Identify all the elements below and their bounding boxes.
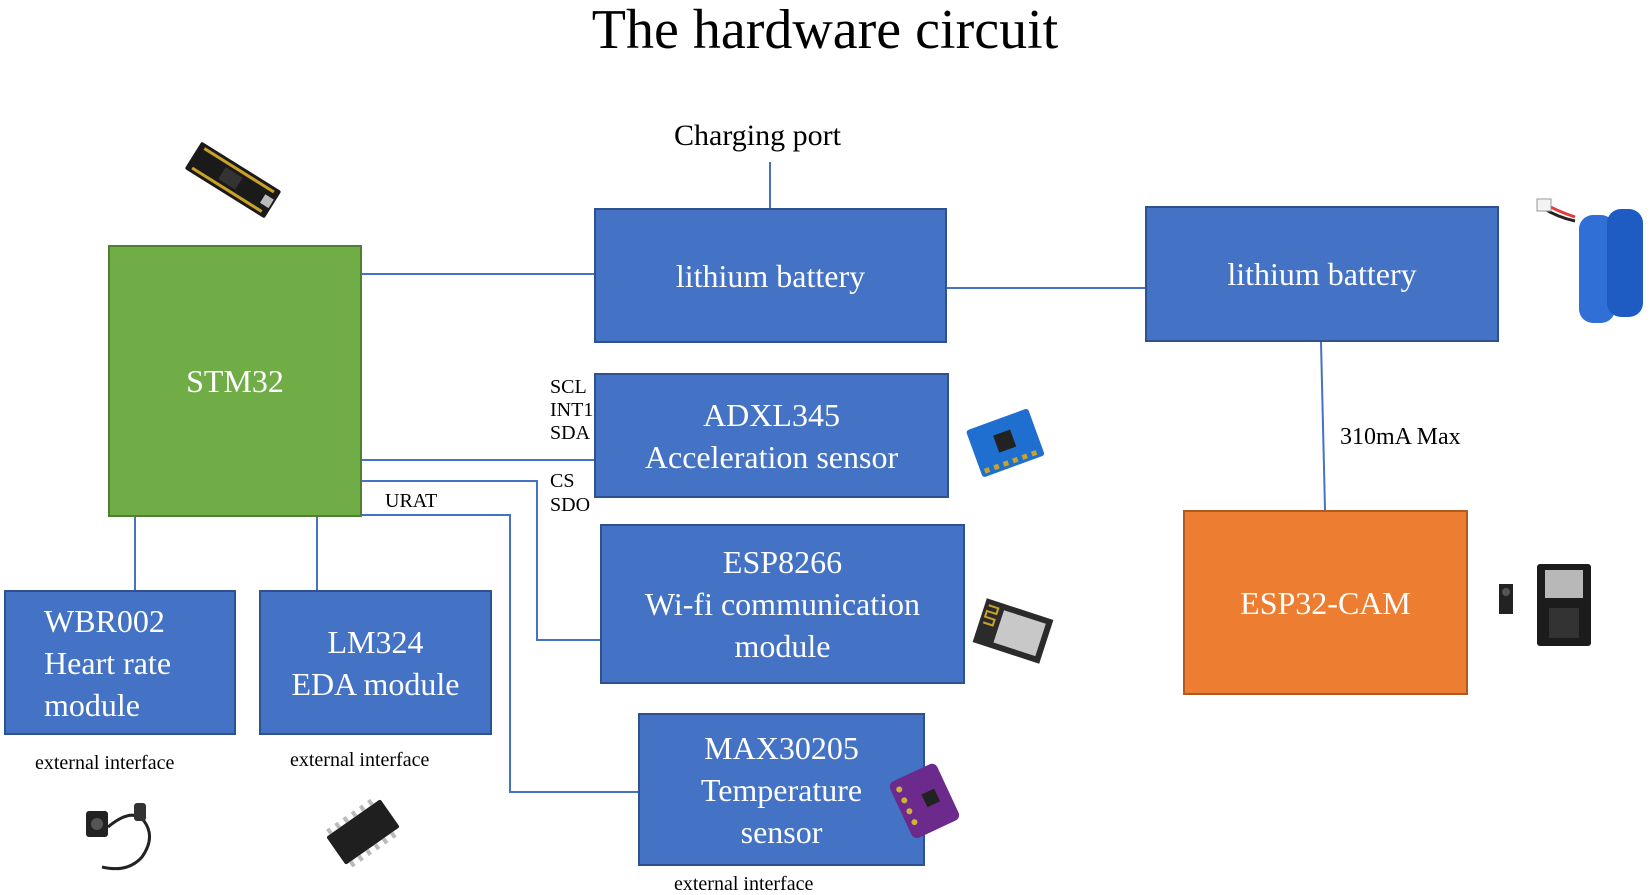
ic-chip-icon — [326, 798, 399, 868]
lithium-battery-block-2: lithium battery — [1145, 206, 1499, 342]
esp32-cam-block-label-line-1: ESP32-CAM — [1240, 584, 1411, 621]
temperature-sensor-board-icon — [889, 763, 960, 839]
adxl345-block-label-line-1: ADXL345 — [703, 396, 840, 433]
pin-int1-label: INT1 — [550, 399, 594, 421]
max30205-block-label-line-2: Temperature — [700, 771, 863, 808]
adxl345-block-label-line-2: Acceleration sensor — [644, 438, 899, 475]
max30205-wire — [362, 514, 640, 793]
wbr002-block-label-line-3: module — [44, 686, 140, 723]
lm324-external-interface-label: external interface — [290, 749, 430, 771]
wbr002-block-label-line-1: WBR002 — [44, 602, 165, 639]
lithium-battery-block-label-line-1: lithium battery — [675, 257, 866, 294]
max30205-external-interface-label: external interface — [674, 873, 814, 895]
battery-pack-icon — [1536, 198, 1643, 323]
esp8266-wire — [362, 480, 602, 641]
accelerometer-board-icon — [966, 409, 1045, 477]
pin-cs-label: CS — [550, 470, 575, 492]
diagram-title: The hardware circuit — [591, 0, 1059, 61]
charging-port-label: Charging port — [674, 119, 841, 152]
lm324-block-label-line-1: LM324 — [327, 623, 424, 660]
stm32-block-label-line-1: STM32 — [186, 363, 284, 399]
heart-rate-sensor-icon — [86, 803, 151, 871]
esp32-cam-block: ESP32-CAM — [1183, 510, 1468, 695]
max30205-block-label-line-3: sensor — [740, 813, 823, 850]
lithium-battery-block-2-label-line-1: lithium battery — [1227, 256, 1417, 292]
pin-sdo-label: SDO — [550, 494, 591, 516]
max30205-block-label-line-1: MAX30205 — [704, 729, 859, 766]
lm324-block-label-line-2: EDA module — [291, 665, 460, 702]
wifi-module-icon — [972, 598, 1054, 664]
camera-module-icon — [1499, 564, 1591, 646]
battery-esp32cam-wire — [1320, 341, 1326, 511]
pin-sda-label: SDA — [550, 422, 591, 444]
current-limit-label: 310mA Max — [1340, 424, 1461, 450]
stm32-block: STM32 — [108, 245, 362, 517]
wbr002-external-interface-label: external interface — [35, 752, 175, 774]
microcontroller-board-icon — [185, 142, 281, 218]
pin-scl-label: SCL — [550, 376, 587, 398]
esp8266-block-label-line-3: module — [734, 628, 831, 664]
esp8266-block-label-line-2: Wi-fi communication — [644, 586, 921, 622]
pin-urat-label: URAT — [385, 490, 438, 512]
lithium-battery-block: lithium battery — [594, 208, 947, 343]
wbr002-block-label-line-2: Heart rate — [44, 644, 172, 681]
esp8266-block-label-line-1: ESP8266 — [722, 544, 843, 580]
